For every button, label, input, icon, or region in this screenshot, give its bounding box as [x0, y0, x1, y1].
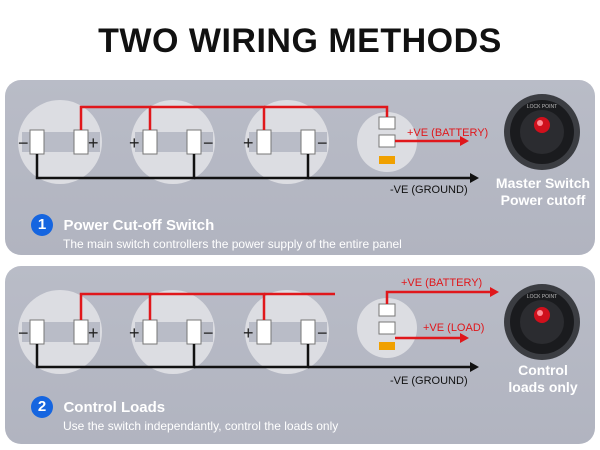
switch-socket	[357, 298, 417, 358]
master-switch-caption: Master Switch Power cutoff	[483, 175, 600, 209]
caption-line-1: Control	[518, 362, 568, 378]
switch-lock-point-text: LOCK POINT	[527, 104, 557, 110]
step-badge-2: 2	[31, 396, 53, 418]
page-title: TWO WIRING METHODS	[98, 22, 502, 60]
ground-label: -VE (GROUND)	[390, 375, 468, 387]
battery-arrow	[460, 136, 469, 146]
terminal-plus-3: +	[243, 133, 254, 153]
wiring-diagram-1: − + + − + − +VE (BATTERY) -VE (GROUND)	[18, 94, 580, 196]
positive-wire-1	[79, 292, 152, 320]
method-1-title: Power Cut-off Switch	[63, 216, 215, 234]
step-badge-1: 1	[31, 214, 53, 236]
negative-wire	[35, 154, 196, 180]
terminal-minus-3: −	[317, 133, 328, 153]
method-2-text: Use the switch independantly, control th…	[63, 419, 339, 433]
ground-label: -VE (GROUND)	[390, 184, 468, 196]
negative-wire	[35, 344, 196, 369]
ground-arrow	[470, 362, 479, 372]
terminal-plus-1: +	[88, 323, 99, 343]
terminal-plus-1: +	[88, 133, 99, 153]
panel-power-cutoff: − + + − + − +VE (BATTERY) -VE (GROUND)	[5, 80, 595, 255]
terminal-minus-1: −	[18, 323, 29, 343]
rocker-switch-icon: LOCK POINT	[504, 94, 580, 170]
switch-socket	[357, 112, 417, 172]
ground-arrow	[470, 173, 479, 183]
battery-wire	[385, 290, 490, 304]
terminal-plus-2: +	[129, 133, 140, 153]
terminal-minus-2: −	[203, 133, 214, 153]
wiring-diagram-2: − + + − + − +VE (BATTERY) +VE (LOAD) -VE…	[18, 277, 580, 387]
terminal-minus-3: −	[317, 323, 328, 343]
battery-label: +VE (BATTERY)	[401, 277, 482, 289]
method-1-text: The main switch controllers the power su…	[63, 237, 402, 251]
rocker-switch-icon: LOCK POINT	[504, 284, 580, 360]
switch-lock-point-text: LOCK POINT	[527, 294, 557, 300]
terminal-minus-1: −	[18, 133, 29, 153]
panel-control-loads: − + + − + − +VE (BATTERY) +VE (LOAD) -VE…	[5, 266, 595, 444]
battery-arrow	[490, 287, 499, 297]
load-label: +VE (LOAD)	[423, 322, 484, 334]
control-loads-caption: Control loads only	[483, 362, 600, 396]
battery-label: +VE (BATTERY)	[407, 127, 488, 139]
positive-wire-1	[79, 105, 152, 130]
caption-line-2: Power cutoff	[500, 192, 586, 208]
caption-line-2: loads only	[508, 379, 578, 395]
caption-line-1: Master Switch	[495, 175, 591, 191]
positive-wire-3	[264, 105, 389, 117]
method-1-description: 1 Power Cut-off Switch The main switch c…	[31, 214, 402, 251]
method-2-title: Control Loads	[63, 398, 166, 416]
load-arrow	[460, 333, 469, 343]
terminal-plus-3: +	[243, 323, 254, 343]
terminal-plus-2: +	[129, 323, 140, 343]
terminal-minus-2: −	[203, 323, 214, 343]
method-2-description: 2 Control Loads Use the switch independa…	[31, 396, 338, 433]
